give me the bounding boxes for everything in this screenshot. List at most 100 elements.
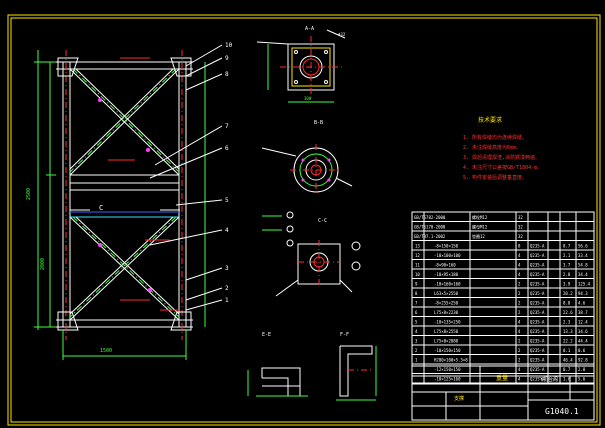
parts-table-cell: 12.4	[578, 319, 588, 324]
tech-note-4: 4. 未注尺寸公差按GB/T1804-m。	[463, 164, 542, 171]
parts-table-cell: 33.4	[578, 253, 588, 258]
dim-circle: Φ32	[338, 32, 346, 37]
drawing-number: G1040.1	[545, 407, 579, 416]
parts-table-cell: 4	[518, 376, 521, 381]
parts-table-cell: 8	[415, 291, 418, 296]
parts-table-cell: 2	[518, 291, 521, 296]
parts-table-cell: 38.7	[578, 310, 588, 315]
parts-table-cell: 4	[518, 272, 521, 277]
tech-note-1: 1. 所有焊缝均为连续焊缝。	[463, 134, 527, 141]
part-callouts: 10 9 8 7 6 5 4 3 2 1	[149, 42, 233, 311]
dim-frame-height: 2500	[26, 188, 32, 200]
parts-table-cell: -10×150×150	[434, 348, 461, 353]
parts-table-cell: Q235-A	[530, 243, 545, 248]
section-view-c[interactable]: C-C	[262, 211, 361, 297]
parts-table-cell: 56.6	[578, 243, 588, 248]
parts-table-cell: 20.2	[563, 291, 573, 296]
parts-table-cell: 2	[518, 338, 521, 343]
parts-table-cell: 2	[415, 348, 418, 353]
parts-table-cell: 2	[518, 357, 521, 362]
parts-table-cell: 2	[518, 310, 521, 315]
section-view-f[interactable]: F-F	[336, 332, 377, 401]
parts-table-cell: 13.3	[563, 329, 573, 334]
callout-3: 3	[225, 265, 229, 272]
parts-header-cell: 32	[518, 215, 523, 220]
tech-note-3: 3. 焊后清理焊渣,涂防锈漆两遍。	[463, 154, 540, 161]
parts-table-cell: -10×135×250	[434, 319, 461, 324]
section-view-b[interactable]: B-B	[261, 120, 353, 196]
parts-table-cell: 9	[415, 281, 418, 286]
parts-table-cell: 1	[415, 357, 418, 362]
parts-table-cell: 7	[415, 300, 418, 305]
parts-table-cell: 22.2	[563, 338, 573, 343]
callout-10: 10	[225, 42, 233, 49]
section-view-e[interactable]: E-E	[247, 332, 308, 397]
title-block-label: 重量	[496, 374, 508, 382]
parts-table-cell: 0.6	[578, 348, 586, 353]
parts-table-cell: 2	[518, 300, 521, 305]
parts-table-cell: L75×8×2230	[434, 310, 459, 315]
parts-table-cell: Q235-A	[530, 319, 545, 324]
parts-table-cell: Q235-A	[530, 272, 545, 277]
callout-4: 4	[225, 227, 229, 234]
parts-header-row: GB/T6170-2000	[414, 224, 446, 229]
parts-table-cell: 22.6	[563, 310, 573, 315]
parts-table-cell: L75×8×2880	[434, 338, 459, 343]
parts-table-cell: 2	[518, 281, 521, 286]
parts-table-cell: 13	[415, 243, 420, 248]
parts-table-cell: Q235-A	[530, 376, 545, 381]
parts-table-cell: Q235-A	[530, 348, 545, 353]
parts-table-cell: 4	[415, 329, 418, 334]
title-block-name: 支撑	[454, 395, 464, 402]
sheet-inner-border	[10, 17, 598, 423]
parts-header-cell: 32	[518, 234, 523, 239]
parts-table-cell: 4	[518, 367, 521, 372]
parts-header-cell: 32	[518, 224, 523, 229]
parts-table-cell: Q235-A	[530, 253, 545, 258]
tech-note-5: 5. 构件安装后调整垂直度。	[463, 174, 527, 181]
dim-left-mid: 2000	[40, 258, 46, 270]
parts-table-cell: 4	[518, 262, 521, 267]
parts-table-cell: 8	[518, 243, 521, 248]
parts-table-cell: 54.8	[578, 262, 588, 267]
parts-table-cell: 34.4	[578, 272, 588, 277]
parts-table-cell: Q235-A	[530, 291, 545, 296]
parts-table-cell: Q235-A	[530, 338, 545, 343]
parts-table-cell: 2.8	[578, 367, 586, 372]
frame-elevation[interactable]: C	[34, 50, 206, 360]
parts-header-row: GB/T5782-2000	[414, 215, 446, 220]
section-f-label: F-F	[340, 332, 349, 338]
callout-1: 1	[225, 297, 229, 304]
parts-table-cell: -10×160×160	[434, 281, 461, 286]
parts-table-cell: L75×8×2550	[434, 329, 459, 334]
parts-table-cell: 46.4	[563, 357, 573, 362]
sheet-border	[7, 14, 601, 426]
parts-table-cell: L63×5×2550	[434, 291, 459, 296]
parts-table-cell: 5.6	[578, 376, 586, 381]
parts-table-cell: Q235-A	[530, 300, 545, 305]
title-block[interactable]: 重量 飞机台阁 G1040.1 支撑	[411, 365, 595, 421]
section-c-label: C-C	[318, 218, 327, 224]
section-view-a[interactable]: A-A 300 Φ32	[256, 26, 346, 103]
section-e-label: E-E	[262, 332, 271, 338]
callout-7: 7	[225, 123, 229, 130]
parts-table-cell: 5	[415, 319, 418, 324]
section-letter-c: C	[99, 204, 103, 212]
parts-table-cell: -10×125×160	[434, 376, 461, 381]
tech-notes-title: 技术要求	[478, 116, 502, 124]
parts-table-cell: 0.1	[563, 348, 571, 353]
parts-table-cell: 4	[518, 253, 521, 258]
parts-header-cell: 螺母M12	[472, 223, 488, 229]
parts-table-cell: Q235-A	[530, 262, 545, 267]
section-a-label: A-A	[305, 26, 314, 32]
parts-table-cell: 92.8	[578, 357, 588, 362]
parts-table-cell: 44.4	[578, 338, 588, 343]
parts-table-cell: Q235-A	[530, 329, 545, 334]
parts-table-cell: -8×255×250	[434, 300, 459, 305]
parts-table-cell: 2.3	[563, 319, 571, 324]
parts-table-cell: H200×100×5.5×8	[434, 357, 468, 362]
parts-table-cell: -8×150×150	[434, 243, 459, 248]
parts-table-cell: 11	[415, 262, 420, 267]
